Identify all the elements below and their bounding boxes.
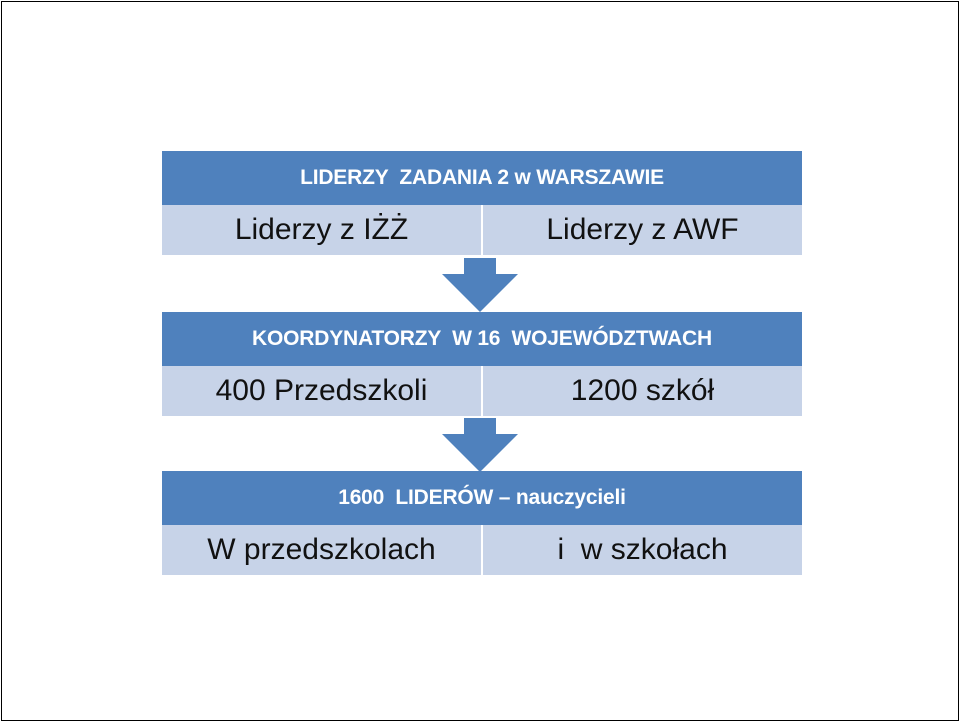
cell-right: i w szkołach [481, 525, 802, 575]
cell-left: Liderzy z IŻŻ [234, 213, 409, 246]
down-arrow-icon [442, 258, 518, 312]
block-header: KOORDYNATORZY W 16 WOJEWÓDZTWACH [162, 312, 802, 366]
cell-left: W przedszkolach [207, 533, 436, 566]
cell-right: 1200 szkół [481, 366, 802, 416]
cell-right: Liderzy z AWF [481, 205, 802, 255]
down-arrow-icon [442, 418, 518, 472]
block-header-text: KOORDYNATORZY W 16 WOJEWÓDZTWACH [252, 327, 712, 350]
block-header-text: LIDERZY ZADANIA 2 w WARSZAWIE [300, 166, 664, 189]
block-row: Liderzy z IŻŻ Liderzy z AWF [162, 205, 802, 255]
block-header: 1600 LIDERÓW – nauczycieli [162, 471, 802, 525]
block-header: LIDERZY ZADANIA 2 w WARSZAWIE [162, 151, 802, 205]
block-row: 400 Przedszkoli 1200 szkół [162, 366, 802, 416]
block-liderzy-warszawa: LIDERZY ZADANIA 2 w WARSZAWIE Liderzy z … [162, 151, 802, 255]
block-liderzy-nauczyciele: 1600 LIDERÓW – nauczycieli W przedszkola… [162, 471, 802, 575]
cell-left: 400 Przedszkoli [215, 374, 428, 407]
block-header-text: 1600 LIDERÓW – nauczycieli [338, 486, 626, 509]
block-row: W przedszkolach i w szkołach [162, 525, 802, 575]
block-koordynatorzy: KOORDYNATORZY W 16 WOJEWÓDZTWACH 400 Prz… [162, 312, 802, 416]
